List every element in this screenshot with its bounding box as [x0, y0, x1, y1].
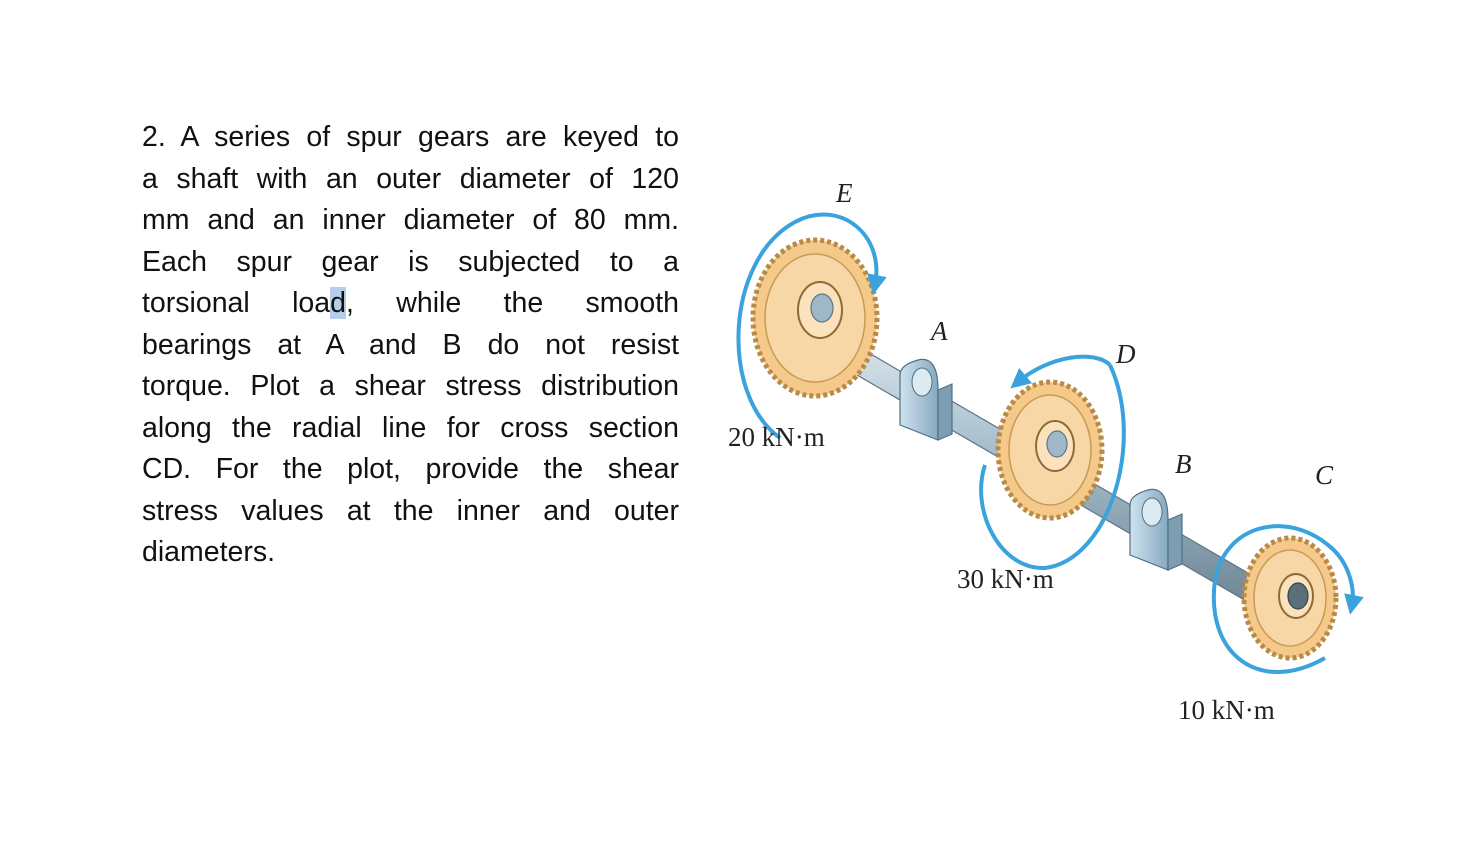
- gear-e: [750, 237, 880, 399]
- torque-arrow-d: [979, 364, 1126, 571]
- problem-line-1: 2. A series of spur gears are keyed to: [142, 121, 679, 153]
- torque-arrow-d-head: [1010, 354, 1112, 389]
- problem-line-5-part-b: , while the smooth: [345, 287, 679, 319]
- shaft-diagram: E A D B C 20 kN·m 30 kN·m 10 kN·m: [728, 178, 1364, 725]
- torque-label-e: 20 kN·m: [728, 422, 825, 452]
- problem-line-5-part-a: torsional loa: [142, 287, 331, 319]
- gear-c: [1241, 535, 1339, 661]
- torque-label-d: 30 kN·m: [957, 564, 1054, 594]
- problem-line-10: stress values at the inner and outer: [142, 494, 679, 527]
- problem-line-3: mm and an inner diameter of 80 mm.: [142, 204, 679, 236]
- label-a: A: [929, 316, 948, 346]
- problem-line-5: torsional load, while the smooth: [142, 283, 679, 325]
- shaft-figure: E A D B C 20 kN·m 30 kN·m 10 kN·m: [700, 150, 1400, 750]
- label-c: C: [1315, 460, 1334, 490]
- bearing-a: [899, 358, 953, 441]
- label-d: D: [1115, 339, 1136, 369]
- torque-label-c: 10 kN·m: [1178, 695, 1275, 725]
- problem-line-2: a shaft with an outer diameter of 120: [142, 162, 679, 195]
- label-e: E: [835, 178, 853, 208]
- torque-arrow-e: [736, 212, 887, 440]
- torque-arrow-c: [1211, 524, 1364, 674]
- gear-d: [995, 379, 1105, 521]
- label-b: B: [1175, 449, 1192, 479]
- problem-line-8: along the radial line for cross section: [142, 411, 679, 444]
- problem-line-11: diameters.: [142, 536, 276, 568]
- text-cursor-selection[interactable]: d: [330, 287, 346, 319]
- bearing-b: [1129, 488, 1183, 571]
- problem-line-4: Each spur gear is subjected to a: [142, 245, 679, 278]
- problem-statement: 2. A series of spur gears are keyed to a…: [142, 117, 679, 574]
- problem-line-7: torque. Plot a shear stress distribution: [142, 370, 679, 402]
- problem-line-9: CD. For the plot, provide the shear: [142, 453, 679, 485]
- problem-line-6: bearings at A and B do not resist: [142, 328, 679, 361]
